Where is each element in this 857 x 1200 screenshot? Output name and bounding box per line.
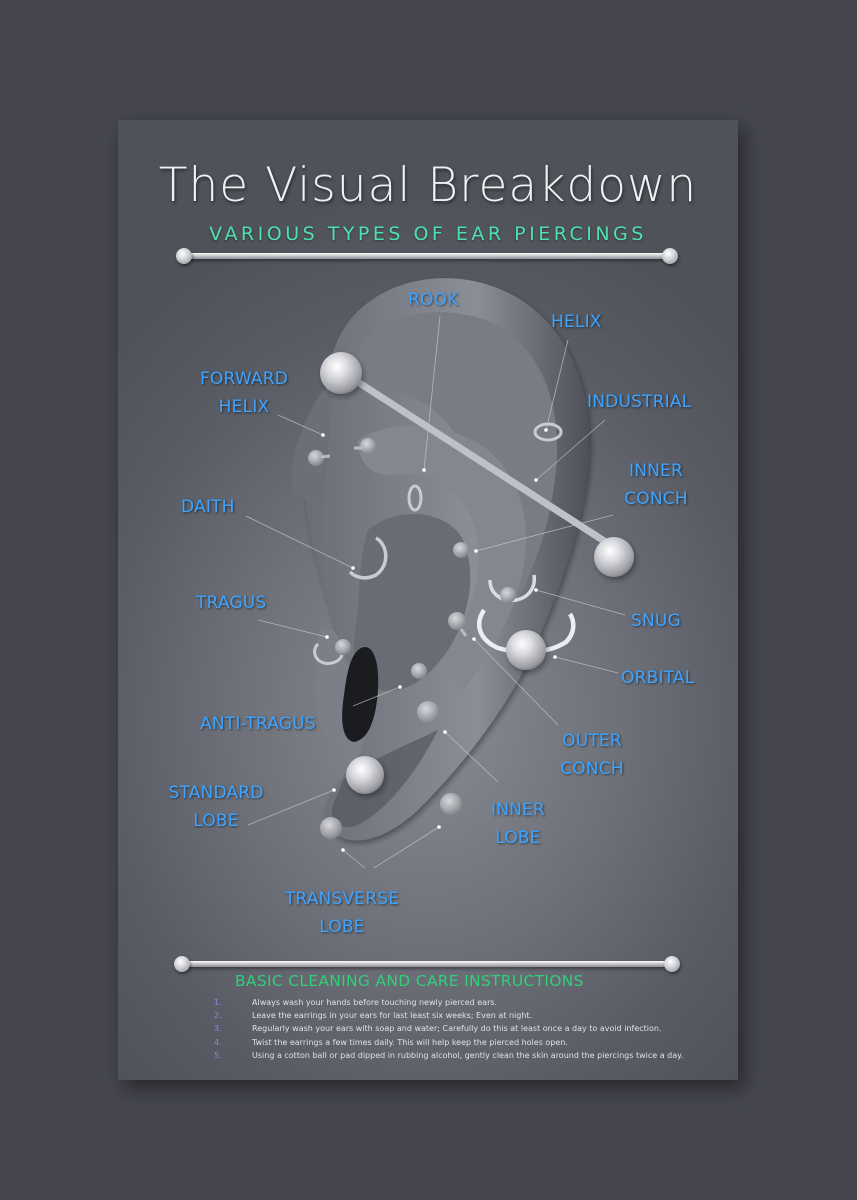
label-rook: ROOK xyxy=(408,290,459,310)
divider-bar xyxy=(186,253,666,259)
divider-ball-left xyxy=(174,956,190,972)
industrial-ball-top xyxy=(320,352,362,394)
label-snug: SNUG xyxy=(631,611,681,631)
industrial-ball-bottom xyxy=(594,537,634,577)
label-helix: HELIX xyxy=(551,312,602,332)
divider-ball-right xyxy=(662,248,678,264)
divider-ball-left xyxy=(176,248,192,264)
label-anti-tragus: ANTI-TRAGUS xyxy=(200,714,316,734)
ear-illustration xyxy=(245,278,634,869)
label-daith: DAITH xyxy=(181,497,235,517)
divider-bar xyxy=(184,961,670,967)
infographic-poster: The Visual Breakdown VARIOUS TYPES OF EA… xyxy=(118,120,738,1080)
care-instructions-list: 1.Always wash your hands before touching… xyxy=(214,996,683,1062)
divider-ball-right xyxy=(664,956,680,972)
care-instructions-title: BASIC CLEANING AND CARE INSTRUCTIONS xyxy=(235,972,584,990)
industrial-bar xyxy=(340,369,619,552)
poster-title: The Visual Breakdown xyxy=(158,158,698,213)
list-item: 1.Always wash your hands before touching… xyxy=(214,998,498,1007)
label-tragus: TRAGUS xyxy=(196,593,267,613)
list-item: 5.Using a cotton ball or pad dipped in r… xyxy=(214,1050,684,1060)
label-industrial: INDUSTRIAL xyxy=(587,392,692,412)
list-item: 4.Twist the earrings a few times daily. … xyxy=(214,1037,568,1047)
list-item: 3.Regularly wash your ears with soap and… xyxy=(214,1024,662,1034)
label-orbital: ORBITAL xyxy=(621,668,695,688)
list-item: 2.Leave the earrings in your ears for la… xyxy=(214,1011,533,1021)
poster-subtitle: VARIOUS TYPES OF EAR PIERCINGS xyxy=(209,223,647,245)
